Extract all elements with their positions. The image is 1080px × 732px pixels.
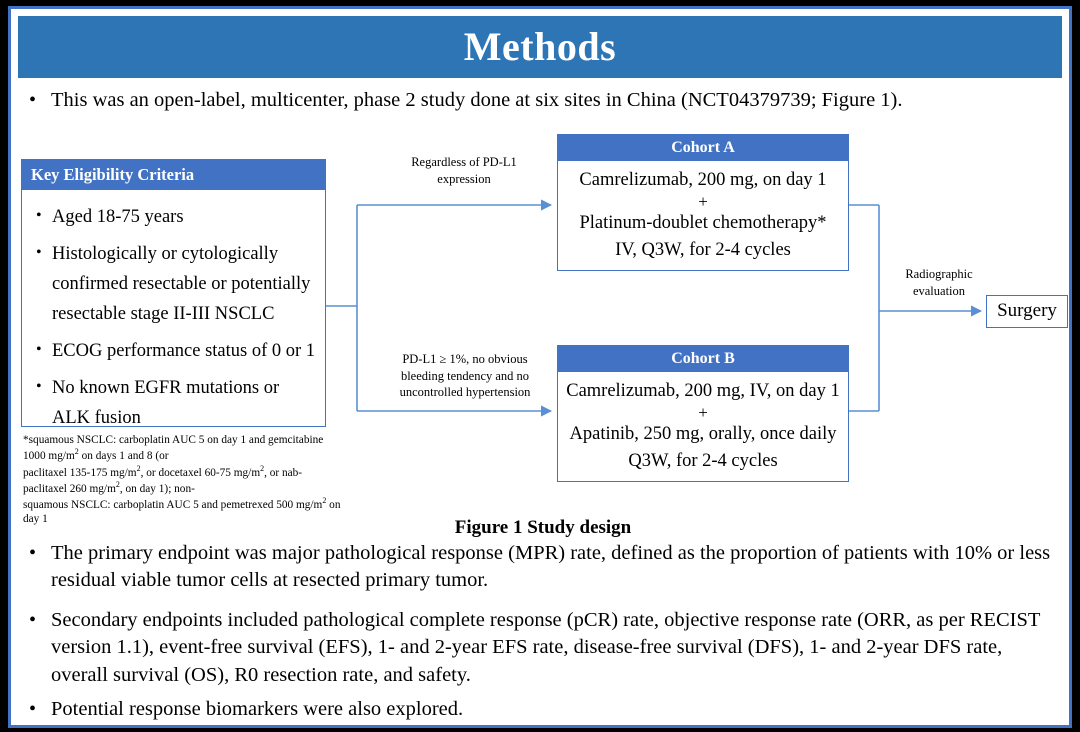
biomarker-bullet: • Potential response biomarkers were als… <box>29 696 929 723</box>
eligibility-item-text: ECOG performance status of 0 or 1 <box>52 340 316 361</box>
primary-endpoint-text: The primary endpoint was major pathologi… <box>51 542 1051 592</box>
biomarker-text: Potential response biomarkers were also … <box>51 698 464 720</box>
bullet-glyph: • <box>29 609 37 631</box>
eligibility-list: • Aged 18-75 years • Histologically or c… <box>22 190 325 442</box>
list-item: • ECOG performance status of 0 or 1 <box>30 337 317 367</box>
list-item: • No known EGFR mutations or ALK fusion <box>30 374 317 434</box>
eligibility-item-text: Aged 18-75 years <box>52 207 184 227</box>
list-item: • Aged 18-75 years <box>30 203 317 233</box>
footnote-line: paclitaxel 135-175 mg/m2, or docetaxel 6… <box>23 463 303 495</box>
connector-label-right: Radiographic evaluation <box>889 266 989 299</box>
bullet-glyph: • <box>36 243 42 261</box>
cohort-a-box: Cohort A Camrelizumab, 200 mg, on day 1 … <box>557 134 849 271</box>
connector-label-line: Regardless of PD-L1 <box>411 155 517 169</box>
connector-label-bottom: PD-L1 ≥ 1%, no obvious bleeding tendency… <box>369 351 561 401</box>
list-item: • Histologically or cytologically confir… <box>30 240 317 330</box>
cohort-a-body: Camrelizumab, 200 mg, on day 1 + Platinu… <box>558 161 848 271</box>
connector-label-line: PD-L1 ≥ 1%, no obvious <box>402 352 528 366</box>
cohort-b-line: Camrelizumab, 200 mg, IV, on day 1 <box>566 381 840 401</box>
flowchart-connectors <box>326 199 983 417</box>
cohort-b-box: Cohort B Camrelizumab, 200 mg, IV, on da… <box>557 345 849 482</box>
bullet-glyph: • <box>29 89 37 111</box>
connector-label-line: expression <box>437 171 491 186</box>
cohort-a-line: + <box>698 192 708 212</box>
intro-bullet: • This was an open-label, multicenter, p… <box>29 87 1049 114</box>
figure-caption: Figure 1 Study design <box>454 517 632 538</box>
figure-footnote: *squamous NSCLC: carboplatin AUC 5 on da… <box>23 433 343 527</box>
surgery-label: Surgery <box>997 300 1057 322</box>
footnote-line: squamous NSCLC: carboplatin AUC 5 and pe… <box>23 496 341 526</box>
cohort-a-line: Camrelizumab, 200 mg, on day 1 <box>579 170 827 190</box>
cohort-a-line: Platinum-doublet chemotherapy* <box>579 213 827 234</box>
primary-endpoint-bullet: • The primary endpoint was major patholo… <box>29 540 1059 595</box>
cohort-b-line: + <box>698 403 708 423</box>
connector-label-line: evaluation <box>912 283 966 298</box>
cohort-b-body: Camrelizumab, 200 mg, IV, on day 1 + Apa… <box>558 372 848 482</box>
cohort-a-header: Cohort A <box>558 135 848 161</box>
cohort-b-header: Cohort B <box>558 346 848 372</box>
cohort-b-line: Apatinib, 250 mg, orally, once daily <box>569 424 837 445</box>
secondary-endpoint-text: Secondary endpoints included pathologica… <box>51 609 1041 686</box>
bullet-glyph: • <box>29 542 37 564</box>
cohort-a-line: IV, Q3W, for 2-4 cycles <box>615 239 791 260</box>
surgery-box: Surgery <box>986 295 1068 328</box>
footnote-line: *squamous NSCLC: carboplatin AUC 5 on da… <box>23 434 324 463</box>
eligibility-criteria-box: Key Eligibility Criteria • Aged 18-75 ye… <box>21 159 326 428</box>
page-title: Methods <box>463 24 617 69</box>
secondary-endpoint-bullet: • Secondary endpoints included pathologi… <box>29 607 1064 689</box>
connector-label-top: Regardless of PD-L1 expression <box>379 154 549 187</box>
bullet-glyph: • <box>29 698 37 720</box>
bullet-glyph: • <box>36 207 42 224</box>
bullet-glyph: • <box>36 377 42 395</box>
eligibility-item-text: Histologically or cytologically confirme… <box>52 243 311 324</box>
connector-label-line: uncontrolled hypertension <box>399 385 531 399</box>
intro-bullet-text: This was an open-label, multicenter, pha… <box>51 89 903 111</box>
eligibility-item-text: No known EGFR mutations or ALK fusion <box>52 377 280 428</box>
slide-title-banner: Methods <box>18 16 1062 78</box>
eligibility-header: Key Eligibility Criteria <box>22 160 325 190</box>
bullet-glyph: • <box>36 340 42 358</box>
connector-label-line: bleeding tendency and no <box>400 368 530 383</box>
slide: Methods • This was an open-label, multic… <box>8 6 1072 728</box>
study-design-figure: Key Eligibility Criteria • Aged 18-75 ye… <box>11 121 1069 525</box>
cohort-b-line: Q3W, for 2-4 cycles <box>628 450 778 471</box>
connector-label-line: Radiographic <box>905 267 973 281</box>
